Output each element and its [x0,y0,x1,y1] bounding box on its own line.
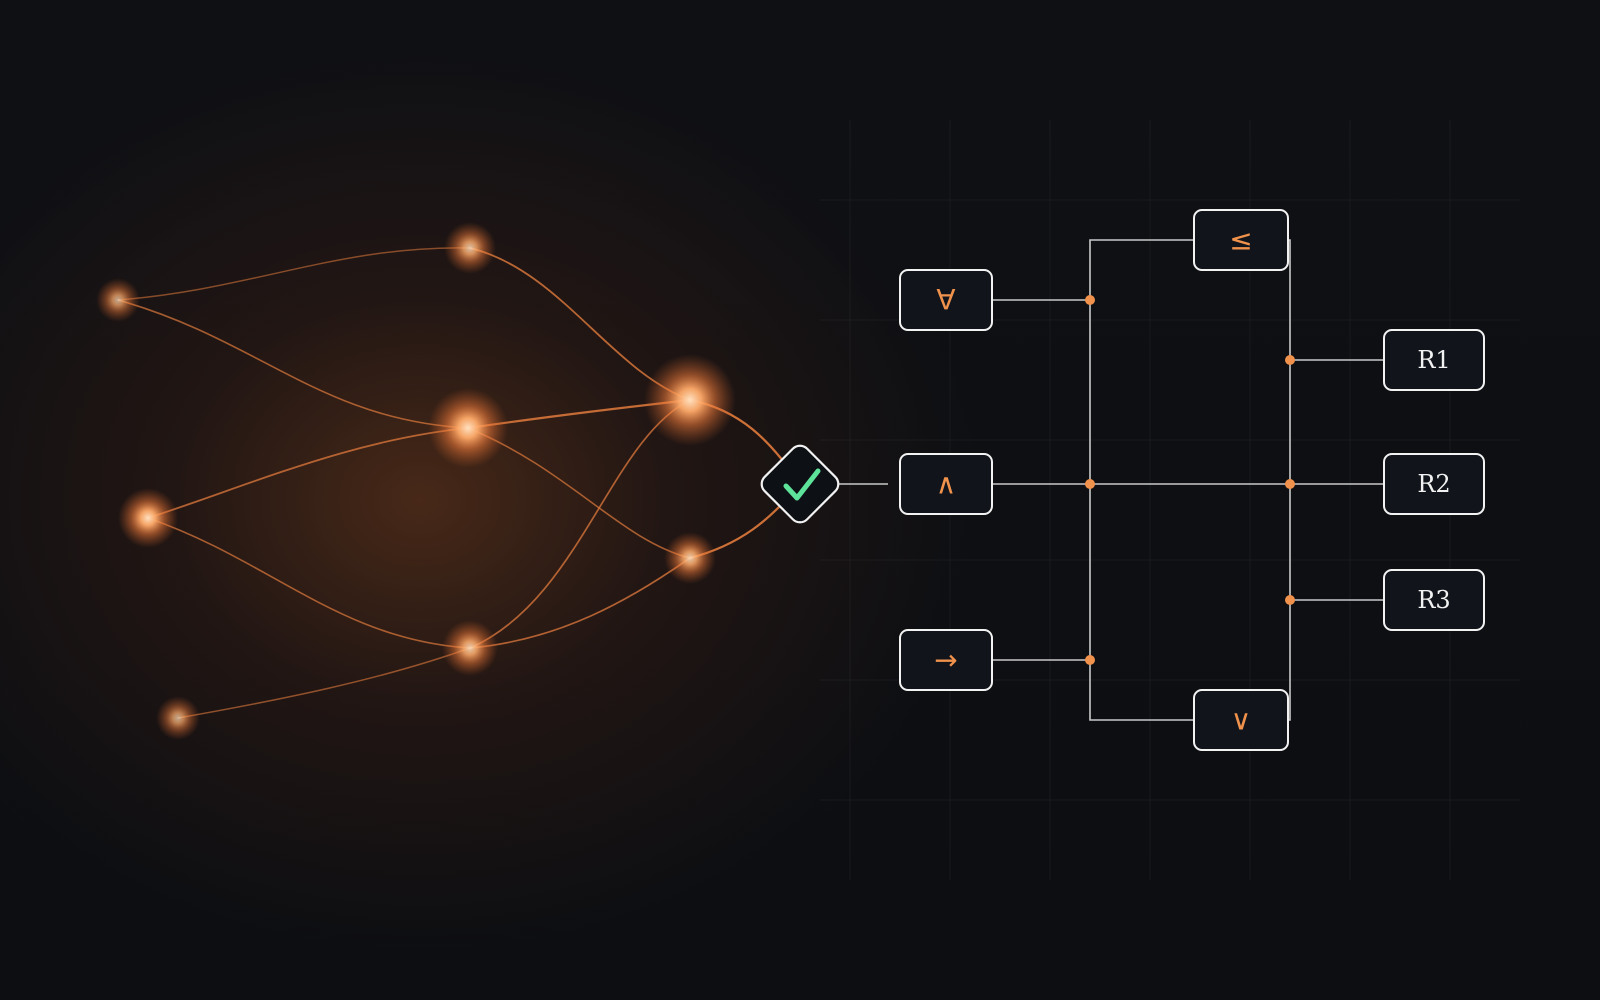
network-node [96,278,140,322]
leq-symbol: ≤ [1229,224,1252,257]
network-node [644,354,736,446]
logic-wires [992,239,1384,721]
result-r2-box: R2 [1383,453,1485,515]
network-node [428,388,508,468]
checkmark-icon [783,468,821,501]
network-node [156,696,200,740]
network-node [664,532,716,584]
edge [147,517,471,649]
edge [469,557,691,649]
verify-diamond [760,444,840,524]
edge [117,299,469,429]
or-box: ∨ [1193,689,1289,751]
result-r3-label: R3 [1417,586,1450,614]
network-node [444,222,496,274]
result-r1-box: R1 [1383,329,1485,391]
result-r2-label: R2 [1417,470,1450,498]
leq-box: ≤ [1193,209,1289,271]
forall-box: ∀ [899,269,993,331]
edge [147,427,469,519]
or-symbol: ∨ [1231,704,1252,737]
edge [467,427,691,559]
junction-dot [1285,595,1295,605]
forall-symbol: ∀ [936,284,955,317]
network-node [118,488,178,548]
result-r1-label: R1 [1417,346,1450,374]
result-r3-box: R3 [1383,569,1485,631]
verify-node [760,444,888,524]
junction-dot [1085,295,1095,305]
junction-dot [1085,655,1095,665]
network-nodes [96,222,736,740]
network-node [442,620,498,676]
junction-dot [1085,479,1095,489]
junction-dots [1085,295,1295,665]
and-box: ∧ [899,453,993,515]
junction-dot [1285,355,1295,365]
edge [177,647,471,719]
junction-dot [1285,479,1295,489]
implies-symbol: → [934,644,957,677]
and-symbol: ∧ [936,468,957,501]
edge [117,247,471,301]
implies-box: → [899,629,993,691]
